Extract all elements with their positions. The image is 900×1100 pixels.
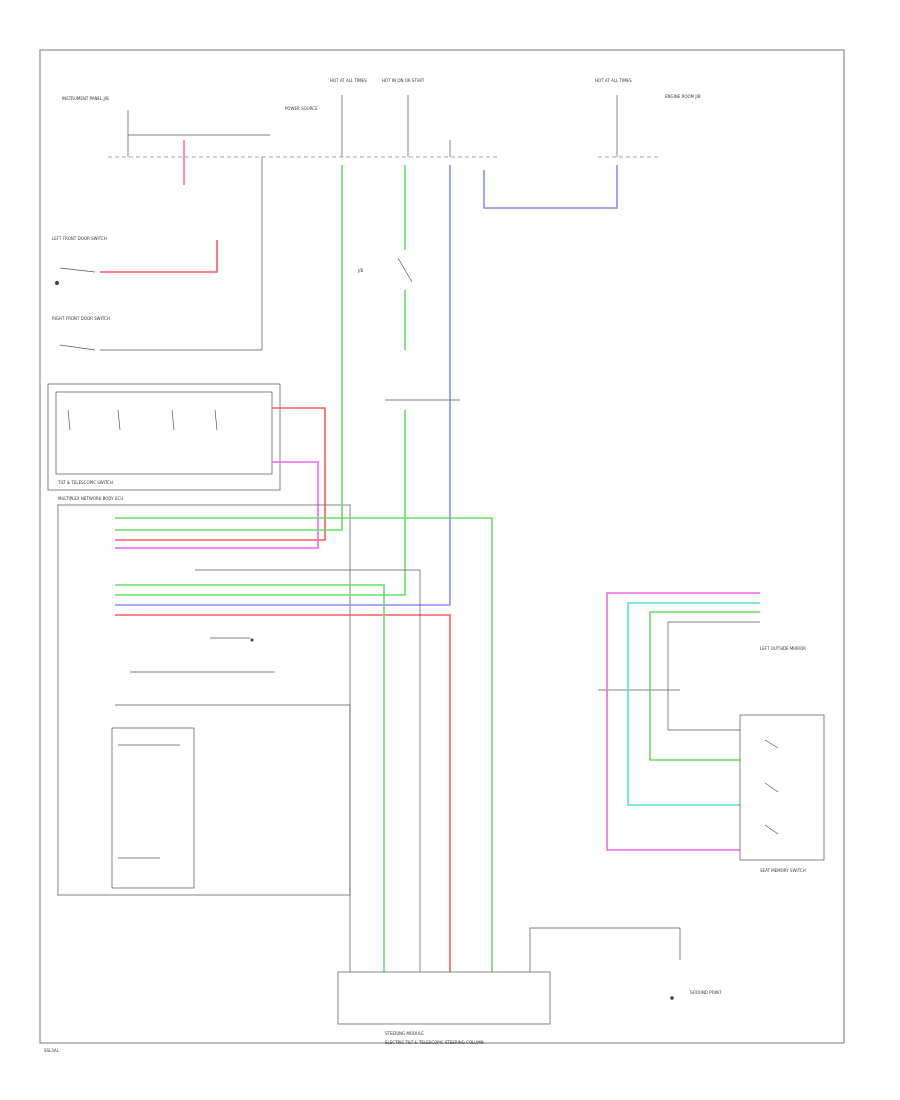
- hot-at-all-times-label-1: HOT AT ALL TIMES: [330, 78, 367, 83]
- hot-at-all-times-label-2: HOT AT ALL TIMES: [595, 78, 632, 83]
- tilt-switch-contact-4: [214, 409, 218, 431]
- tilt-red-wire: [115, 407, 326, 541]
- left-front-door-switch-label: LEFT FRONT DOOR SWITCH: [52, 236, 107, 241]
- tilt-switch-contact-1: [67, 409, 71, 431]
- tilt-switch-label: TILT & TELESCOPIC SWITCH: [57, 480, 113, 485]
- left-outside-mirror-label: LEFT OUTSIDE MIRROR: [760, 646, 806, 651]
- relay-label: J/B: [357, 268, 364, 273]
- page-border: [39, 49, 845, 1044]
- engine-room-jb-label: ENGINE ROOM J/B: [665, 94, 701, 99]
- blue-wire-engine-room: [483, 165, 618, 209]
- seat-memory-switch-box: [739, 714, 825, 861]
- hot-in-on-label: HOT IN ON OR START: [382, 78, 425, 83]
- ground-point-label: GROUND POINT: [690, 990, 722, 995]
- tilt-telescopic-switch-inner: [55, 391, 273, 475]
- ground-point-icon: [670, 996, 674, 1000]
- cyan-seat-wire: [627, 602, 760, 806]
- green-wire-main: [115, 165, 343, 531]
- green-seat-wire: [649, 611, 760, 761]
- tilt-switch-contact-3: [171, 409, 175, 431]
- relay-coil: [397, 257, 413, 283]
- ecu-ground-icon: [250, 638, 254, 642]
- red-wire-steering: [115, 614, 451, 972]
- seat-switch-contact-2: [764, 782, 779, 793]
- multiplex-ecu-label: MULTIPLEX NETWORK BODY ECU: [58, 496, 123, 501]
- steering-module-label: STEERING MODULE: [385, 1031, 424, 1036]
- green-wire-ecu: [115, 410, 406, 596]
- seat-switch-contact-1: [764, 739, 779, 749]
- lf-door-ground-icon: [55, 281, 59, 285]
- seat-memory-switch-label: SEAT MEMORY SWITCH: [760, 868, 806, 873]
- tilt-telescopic-switch-box: [47, 383, 281, 491]
- lf-door-switch-contact: [59, 267, 96, 273]
- black-wire-steering: [115, 704, 351, 972]
- right-front-door-switch-label: RIGHT FRONT DOOR SWITCH: [52, 316, 110, 321]
- magenta-seat-wire: [606, 592, 760, 851]
- black-seat-wire: [667, 621, 760, 731]
- seat-switch-contact-3: [764, 824, 779, 835]
- telescopic-sensor-box: [111, 727, 195, 889]
- rf-door-switch-contact: [59, 344, 96, 351]
- gray-wire-steering: [195, 569, 421, 972]
- multiplex-ecu-box: [57, 504, 351, 896]
- lt-green-wire-bottom: [115, 517, 493, 972]
- power-source-label: POWER SOURCE: [285, 106, 318, 111]
- green-wire-steering: [115, 584, 385, 972]
- lf-door-red-wire: [100, 240, 218, 273]
- ground-lead: [529, 927, 681, 972]
- instrument-panel-jb-label: INSTRUMENT PANEL J/B: [62, 96, 109, 101]
- page-code: SSL3AL: [44, 1048, 60, 1053]
- rf-door-black-wire: [100, 157, 263, 351]
- blue-wire-main: [115, 165, 451, 606]
- footnote-label: ELECTRIC TILT & TELESCOPIC STEERING COLU…: [385, 1040, 484, 1045]
- tilt-switch-contact-2: [117, 409, 121, 431]
- steering-module-box: [337, 971, 551, 1025]
